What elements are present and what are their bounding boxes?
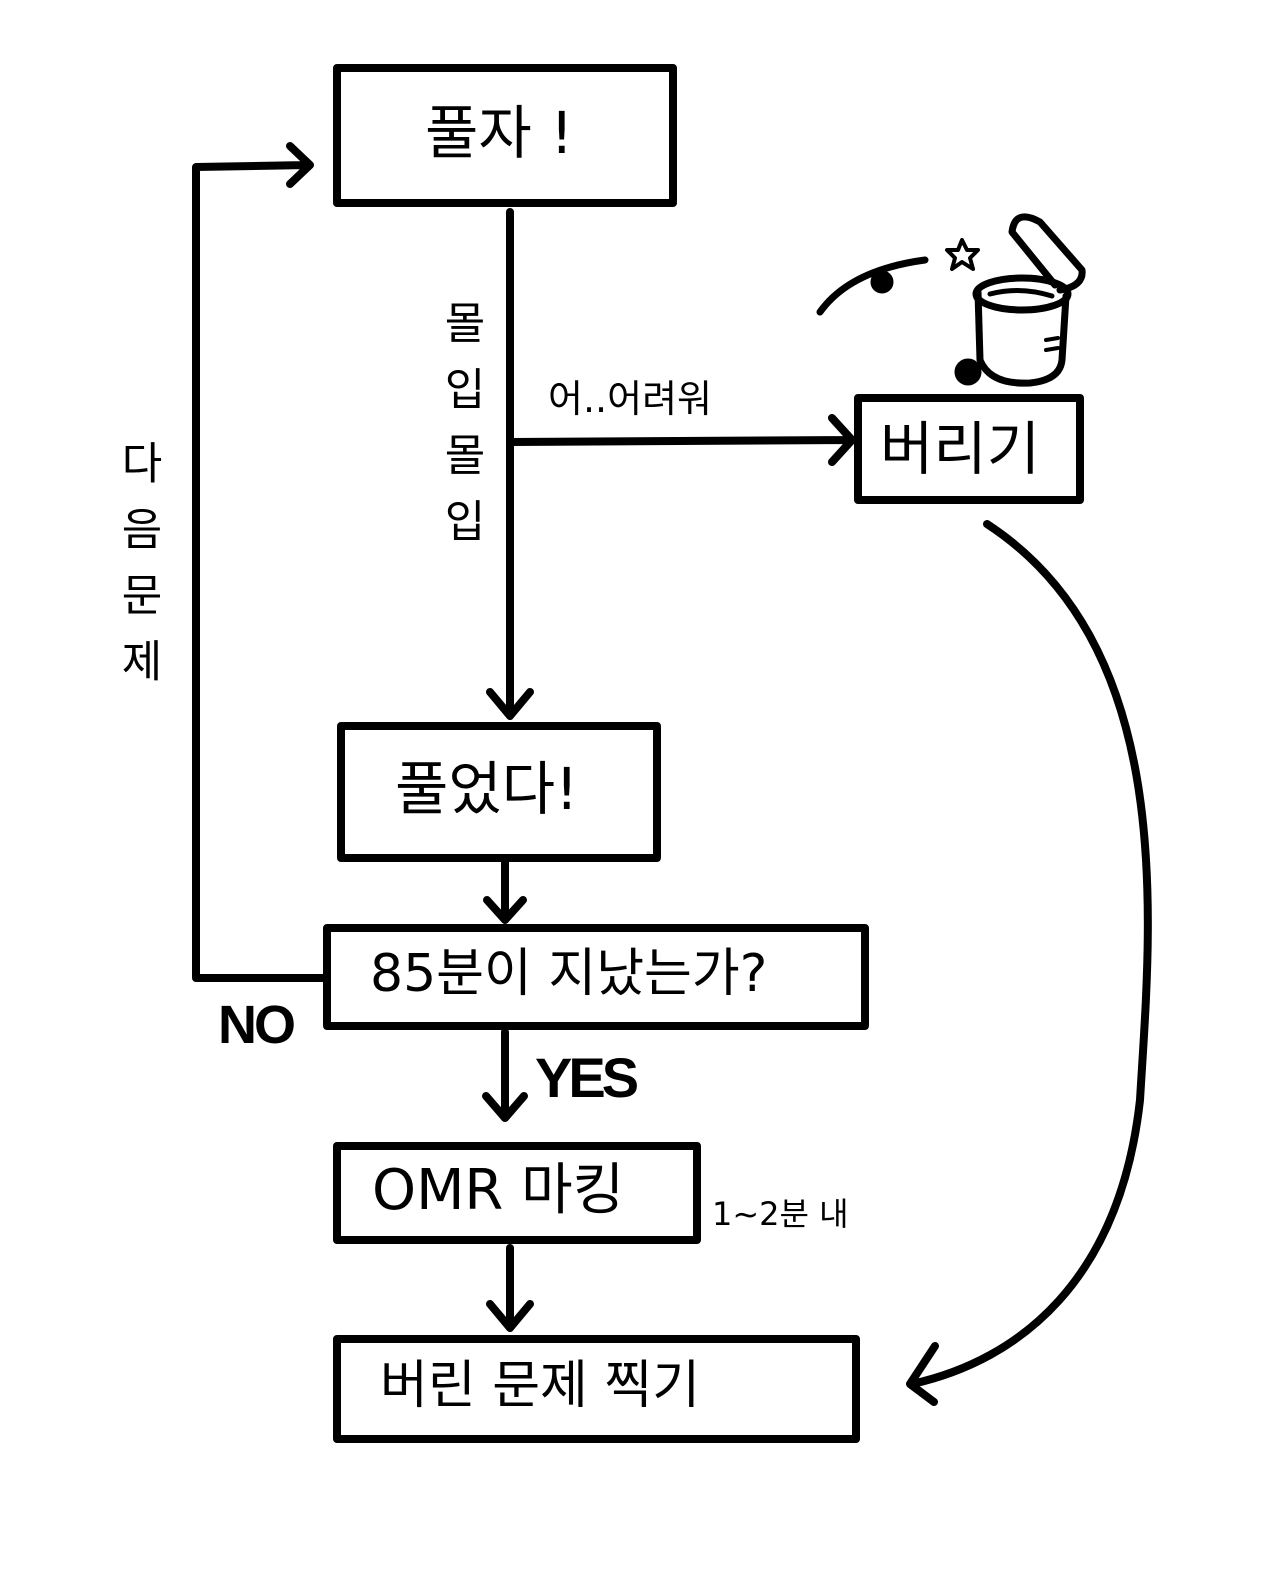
arrow-start-to-solved xyxy=(486,208,534,720)
box-omr xyxy=(333,1142,701,1244)
node-guess-label: 버린 문제 찍기 xyxy=(380,1356,701,1416)
label-no: NO xyxy=(218,995,296,1055)
arrow-decision-to-omr xyxy=(482,1028,528,1122)
box-solved xyxy=(337,722,661,862)
star-icon xyxy=(945,238,980,271)
label-yes: YES xyxy=(535,1046,639,1109)
node-omr-label: OMR 마킹 xyxy=(372,1158,625,1223)
box-discard xyxy=(854,394,1084,504)
node-start-label: 풀자 ! xyxy=(425,99,574,167)
arrow-omr-to-guess xyxy=(486,1244,534,1332)
box-start xyxy=(333,64,677,207)
label-focus: 몰입몰입 xyxy=(435,300,486,564)
node-solved-label: 풀었다! xyxy=(395,755,579,823)
arrow-discard-to-guess xyxy=(906,520,1152,1406)
label-omr-time: 1~2분 내 xyxy=(712,1195,849,1233)
trash-can-icon xyxy=(816,213,1086,387)
node-decision-label: 85분이 지났는가? xyxy=(370,944,768,1004)
arrow-to-discard xyxy=(508,414,856,466)
node-discard-label: 버리기 xyxy=(880,415,1041,483)
arrow-solved-to-decision xyxy=(483,858,527,924)
box-guess xyxy=(333,1335,860,1443)
label-next-problem: 다음문제 xyxy=(112,440,163,704)
arrow-loop-no xyxy=(192,142,328,982)
label-hard: 어..어려워 xyxy=(548,377,712,421)
